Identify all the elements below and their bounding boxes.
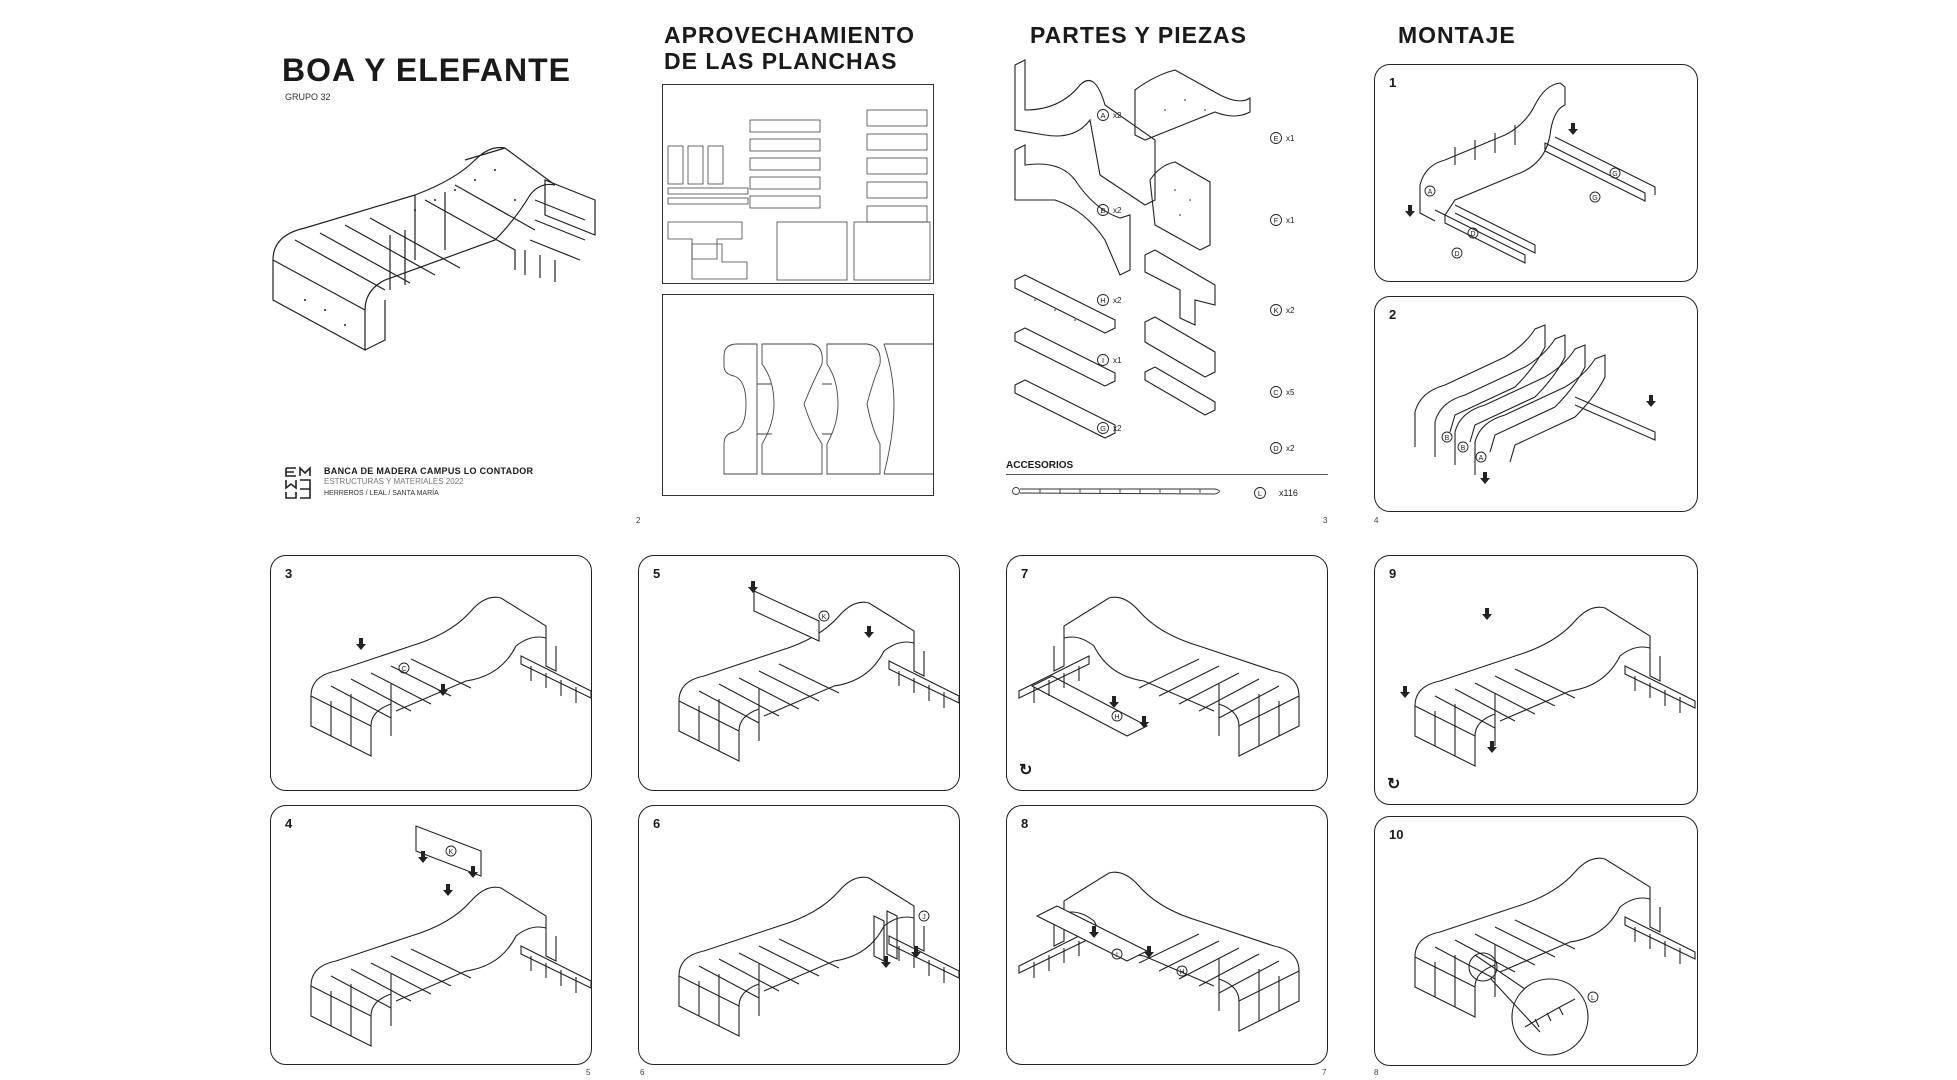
accessory-label: L bbox=[1254, 487, 1266, 499]
part-letter: C bbox=[1273, 388, 1279, 397]
step-panel: 9 ↻ bbox=[1374, 555, 1698, 805]
step-number: 3 bbox=[285, 566, 293, 581]
rotate-icon: ↻ bbox=[1387, 776, 1401, 793]
page-number: 3 bbox=[1323, 516, 1328, 525]
part-callout: I bbox=[1116, 952, 1118, 959]
sheet-layout-top bbox=[662, 84, 934, 284]
part-callout: B bbox=[1445, 435, 1450, 442]
step-panel: 5 K bbox=[638, 555, 960, 791]
part-f-shape bbox=[1149, 161, 1211, 251]
part-callout: A bbox=[1479, 455, 1484, 462]
step-panel: 3 C bbox=[270, 555, 592, 791]
part-qty: x2 bbox=[1113, 424, 1122, 433]
part-qty: x2 bbox=[1113, 206, 1122, 215]
part-c-shape bbox=[1144, 316, 1216, 378]
part-qty: x2 bbox=[1113, 111, 1122, 120]
cover-authors: HERREROS / LEAL / SANTA MARÍA bbox=[324, 490, 439, 497]
step-number: 1 bbox=[1389, 75, 1397, 90]
step-panel: 10 L bbox=[1374, 816, 1698, 1066]
rotate-icon: ↻ bbox=[1019, 762, 1033, 779]
sheet-layout-bottom bbox=[662, 294, 934, 496]
part-qty: x2 bbox=[1286, 306, 1295, 315]
cover-group: GRUPO 32 bbox=[285, 92, 331, 102]
cable-tie-icon bbox=[1012, 487, 1220, 495]
part-e-shape bbox=[1134, 69, 1251, 141]
part-k-shape bbox=[1144, 249, 1216, 326]
step-panel: 2 B B A bbox=[1374, 296, 1698, 512]
part-qty: x2 bbox=[1113, 296, 1122, 305]
step-panel: 8 I H bbox=[1006, 805, 1328, 1065]
page-number: 7 bbox=[1322, 1068, 1327, 1077]
accessory-letter: L bbox=[1258, 489, 1262, 498]
cover-project: BANCA DE MADERA CAMPUS LO CONTADOR bbox=[324, 466, 534, 476]
part-letter: I bbox=[1102, 356, 1104, 365]
step-panel: 4 K bbox=[270, 805, 592, 1065]
part-callout: K bbox=[822, 614, 827, 621]
part-callout: L bbox=[1591, 995, 1595, 1002]
part-callout: G bbox=[1592, 195, 1597, 202]
part-qty: x1 bbox=[1113, 356, 1122, 365]
step-number: 4 bbox=[285, 816, 293, 831]
part-g-shape bbox=[1014, 379, 1116, 439]
cover-course: ESTRUCTURAS Y MATERIALES 2022 bbox=[324, 477, 464, 486]
part-letter: F bbox=[1274, 216, 1279, 225]
part-qty: x1 bbox=[1286, 134, 1295, 143]
page-number: 8 bbox=[1374, 1068, 1379, 1077]
part-callout: J bbox=[922, 914, 926, 921]
page-number: 2 bbox=[636, 516, 641, 525]
cover-bench-illustration bbox=[272, 146, 596, 352]
step-number: 5 bbox=[653, 566, 661, 581]
part-letter: E bbox=[1273, 134, 1278, 143]
step-panel: 7 H ↻ bbox=[1006, 555, 1328, 791]
part-a-shape bbox=[1014, 59, 1156, 206]
step-number: 7 bbox=[1021, 566, 1029, 581]
parts-title: PARTES Y PIEZAS bbox=[1030, 22, 1247, 48]
part-i-shape bbox=[1014, 327, 1116, 387]
step-panel: 1 A D D G G bbox=[1374, 64, 1698, 282]
part-callout: B bbox=[1461, 445, 1466, 452]
part-letter: H bbox=[1100, 296, 1105, 305]
cover-title: BOA Y ELEFANTE bbox=[282, 52, 572, 88]
step-number: 6 bbox=[653, 816, 661, 831]
part-b-shape bbox=[1014, 144, 1131, 276]
step-number: 9 bbox=[1389, 566, 1397, 581]
part-letter: D bbox=[1273, 444, 1279, 453]
parts-diagram: A B H I G E F K C D x2 x2 x2 x1 x2 x1 x1… bbox=[1014, 59, 1295, 454]
part-qty: x5 bbox=[1286, 388, 1295, 397]
part-qty: x1 bbox=[1286, 216, 1295, 225]
accessories-title: ACCESORIOS bbox=[1006, 460, 1074, 471]
accessory-qty: x116 bbox=[1279, 488, 1298, 498]
page-number: 6 bbox=[640, 1068, 645, 1077]
part-callout: C bbox=[401, 666, 406, 673]
part-d-shape bbox=[1144, 366, 1216, 416]
part-callout: G bbox=[1612, 171, 1617, 178]
part-callout: K bbox=[449, 849, 454, 856]
accessories-rule bbox=[1006, 474, 1328, 475]
step-panel: 6 J bbox=[638, 805, 960, 1065]
page-number: 5 bbox=[586, 1068, 591, 1077]
part-letter: G bbox=[1100, 424, 1106, 433]
step-number: 10 bbox=[1389, 827, 1404, 842]
page-number: 4 bbox=[1374, 516, 1379, 525]
sheets-title-line1: APROVECHAMIENTO bbox=[664, 22, 915, 48]
part-callout: H bbox=[1114, 714, 1119, 721]
part-letter: B bbox=[1100, 206, 1105, 215]
part-callout: D bbox=[1454, 251, 1459, 258]
emw3-logo-icon bbox=[285, 466, 311, 499]
part-callout: H bbox=[1179, 969, 1184, 976]
step-number: 8 bbox=[1021, 816, 1029, 831]
part-callout: D bbox=[1470, 231, 1475, 238]
assembly-title: MONTAJE bbox=[1398, 22, 1516, 48]
step-number: 2 bbox=[1389, 307, 1397, 322]
part-letter: A bbox=[1100, 111, 1105, 120]
part-qty: x2 bbox=[1286, 444, 1295, 453]
sheets-title-line2: DE LAS PLANCHAS bbox=[664, 48, 898, 74]
part-h-shape bbox=[1014, 274, 1116, 334]
part-letter: K bbox=[1273, 306, 1278, 315]
part-callout: A bbox=[1428, 189, 1433, 196]
